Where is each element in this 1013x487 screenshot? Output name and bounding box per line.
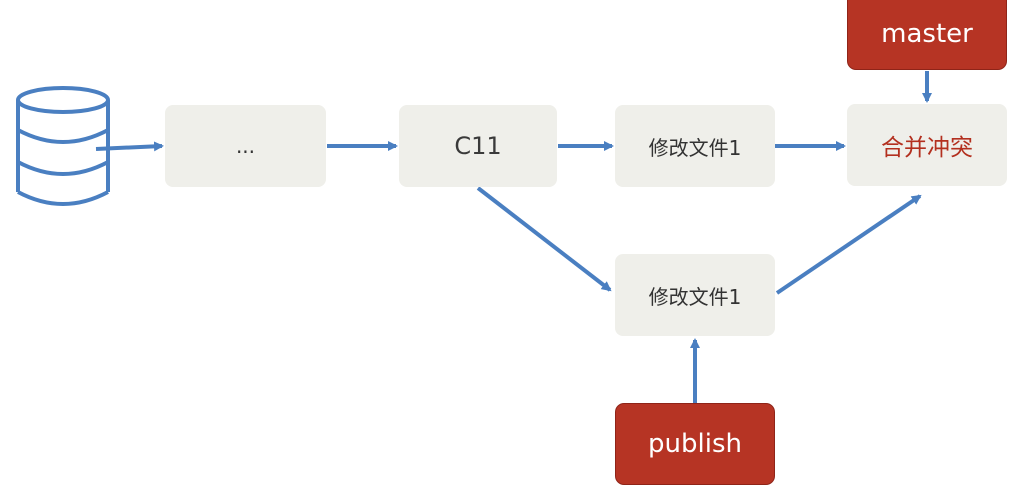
commit-ellipsis-label: ... (235, 134, 256, 158)
commit-ellipsis: ... (165, 105, 326, 187)
commit-c11-label: C11 (454, 132, 502, 160)
database-icon (16, 86, 110, 206)
merge-conflict-node: 合并冲突 (847, 104, 1007, 186)
branch-master-text: master (881, 19, 973, 49)
merge-conflict-label: 合并冲突 (881, 135, 973, 161)
arrow-c11-to-modify-bottom (476, 186, 612, 292)
commit-modify-file-publish-label: 修改文件1 (648, 284, 742, 309)
branch-publish-label: publish (615, 403, 775, 485)
arrow-modify-bottom-to-merge (775, 194, 922, 295)
commit-modify-file-publish: 修改文件1 (615, 254, 775, 336)
commit-modify-file-master-label: 修改文件1 (648, 135, 742, 160)
commit-c11: C11 (399, 105, 557, 187)
branch-publish-text: publish (648, 429, 742, 459)
commit-modify-file-master: 修改文件1 (615, 105, 775, 187)
branch-master-label: master (847, 0, 1007, 70)
